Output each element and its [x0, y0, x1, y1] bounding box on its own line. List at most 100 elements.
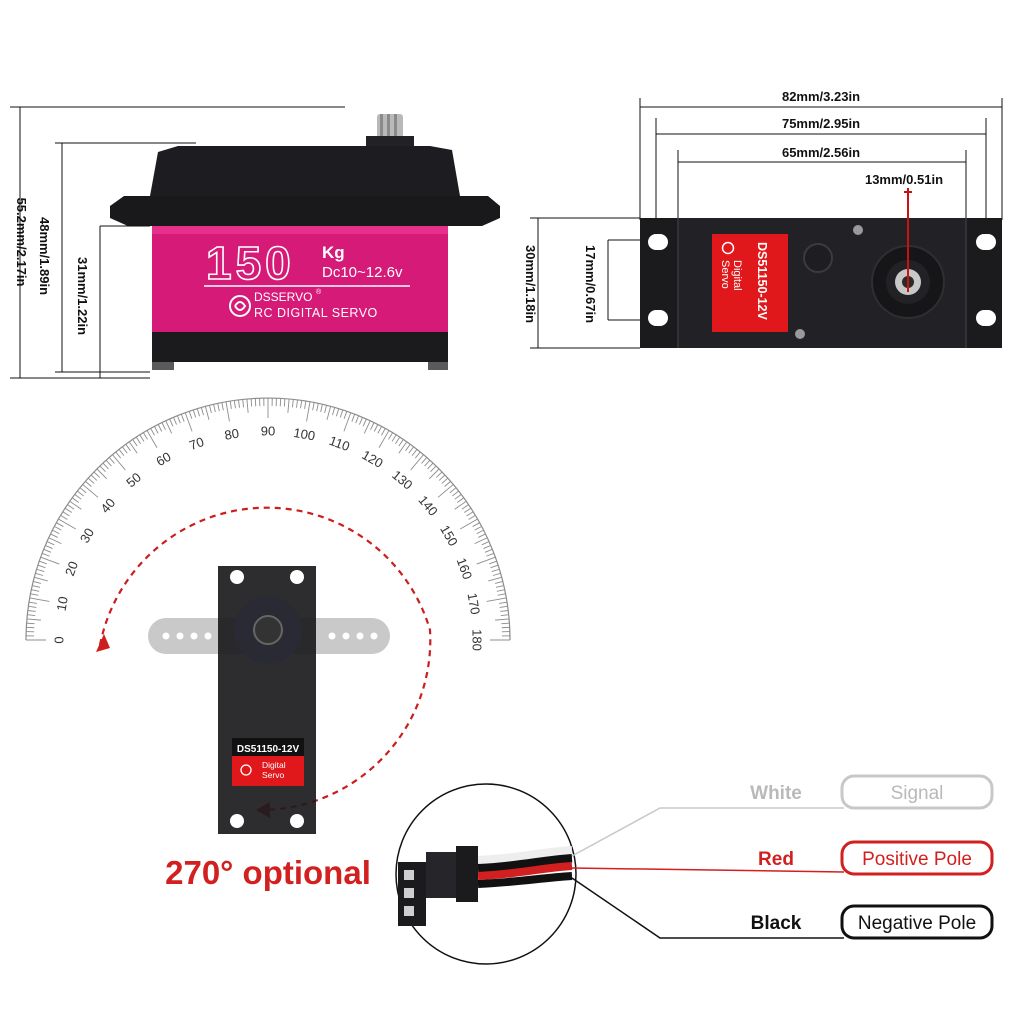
protractor-tick — [63, 512, 70, 516]
protractor-tick — [54, 526, 61, 530]
protractor-tick — [129, 442, 137, 453]
front-label-line2: Servo — [262, 770, 284, 780]
wire-function: Positive Pole — [862, 849, 972, 870]
protractor-tick — [321, 404, 323, 412]
dimension-band-height: 31mm/1.22in — [75, 257, 90, 335]
protractor-tick — [226, 402, 229, 422]
protractor-tick — [222, 402, 224, 410]
protractor-tick — [438, 484, 453, 497]
protractor-label: 100 — [292, 425, 316, 444]
protractor-tick — [88, 478, 94, 483]
protractor-label: 140 — [415, 492, 440, 518]
protractor-tick — [214, 404, 216, 412]
protractor-label: 0 — [51, 636, 66, 643]
protractor-tick — [173, 417, 176, 424]
dimension-width: 30mm/1.18in — [523, 245, 538, 323]
protractor-tick — [374, 424, 378, 431]
protractor-tick — [442, 478, 448, 483]
protractor-tick — [478, 534, 485, 538]
protractor-tick — [80, 488, 86, 493]
connector-closeup — [396, 784, 576, 964]
protractor-label: 110 — [327, 433, 352, 454]
protractor-tick — [126, 444, 131, 450]
protractor-tick — [91, 475, 97, 480]
protractor-tick — [431, 466, 437, 472]
protractor-tick — [39, 561, 47, 564]
protractor-tick — [42, 553, 49, 556]
wire-function: Signal — [891, 783, 944, 804]
protractor-label: 90 — [261, 423, 275, 438]
protractor-tick — [230, 401, 231, 409]
registered-mark: ® — [316, 288, 322, 296]
torque-value: 150 — [206, 237, 295, 289]
protractor-tick — [106, 460, 111, 466]
protractor-label: 120 — [359, 447, 385, 471]
wire-color-name: Black — [751, 913, 802, 934]
protractor-tick — [28, 606, 36, 607]
leader-white — [572, 808, 844, 856]
protractor-tick — [243, 399, 244, 407]
protractor-tick — [305, 401, 306, 409]
protractor-tick — [77, 491, 83, 496]
front-label-line1: Digital — [262, 760, 286, 770]
protractor-tick — [30, 594, 38, 596]
protractor-tick — [45, 545, 52, 548]
protractor-label: 170 — [465, 592, 484, 616]
protractor-tick — [381, 428, 385, 435]
arc-arrow-left-icon — [96, 634, 110, 652]
protractor-tick — [445, 481, 451, 486]
protractor-tick — [27, 619, 41, 620]
protractor-tick — [61, 515, 68, 519]
dimension-total-height: 55.2mm/2.17in — [14, 198, 29, 287]
protractor-tick — [147, 430, 157, 447]
front-servo-model: DS51150-12V — [237, 744, 300, 755]
protractor-tick — [38, 565, 46, 567]
dimension-mount-span: 75mm/2.95in — [782, 116, 860, 131]
protractor-tick — [455, 494, 461, 499]
protractor-tick — [122, 447, 127, 453]
wire-function: Negative Pole — [858, 913, 976, 934]
servo-side-view: 150 Kg Dc10~12.6v DSSERVO ® RC DIGITAL S… — [110, 114, 500, 370]
protractor-tick — [37, 569, 45, 571]
protractor-tick — [35, 573, 43, 575]
protractor-tick — [462, 505, 469, 509]
voltage-range: Dc10~12.6v — [322, 264, 403, 281]
protractor-tick — [234, 400, 235, 408]
protractor-tick — [218, 403, 220, 411]
protractor-tick — [143, 433, 147, 440]
protractor-tick — [133, 439, 137, 446]
protractor-tick — [371, 422, 375, 429]
protractor-tick — [288, 399, 289, 413]
protractor-tick — [205, 406, 209, 420]
protractor-tick — [359, 417, 362, 424]
protractor-label: 60 — [153, 449, 173, 469]
protractor-tick — [34, 577, 48, 581]
protractor-tick — [317, 403, 319, 411]
protractor-label: 70 — [187, 434, 206, 453]
protractor-tick — [498, 594, 506, 596]
servo-top-housing — [150, 146, 460, 196]
protractor-tick — [103, 463, 108, 469]
dimension-body-width: 17mm/0.67in — [583, 245, 598, 323]
protractor-label: 10 — [54, 595, 71, 612]
top-view-label-line2: Servo — [719, 260, 731, 289]
dimension-overall-length: 82mm/3.23in — [782, 89, 860, 104]
protractor-label: 40 — [97, 495, 118, 516]
protractor-tick — [292, 399, 293, 407]
protractor-tick — [32, 586, 40, 588]
protractor-tick — [201, 407, 203, 415]
protractor-tick — [136, 437, 140, 444]
protractor-tick — [409, 447, 414, 453]
protractor-tick — [72, 498, 78, 503]
protractor-tick — [177, 416, 180, 423]
protractor-tick — [56, 523, 63, 527]
protractor-tick — [422, 457, 427, 463]
protractor-tick — [392, 435, 396, 442]
protractor-tick — [94, 472, 100, 478]
protractor-tick — [119, 449, 124, 455]
protractor-tick — [50, 534, 57, 538]
protractor-tick — [140, 435, 144, 442]
mounting-flange — [110, 196, 500, 226]
